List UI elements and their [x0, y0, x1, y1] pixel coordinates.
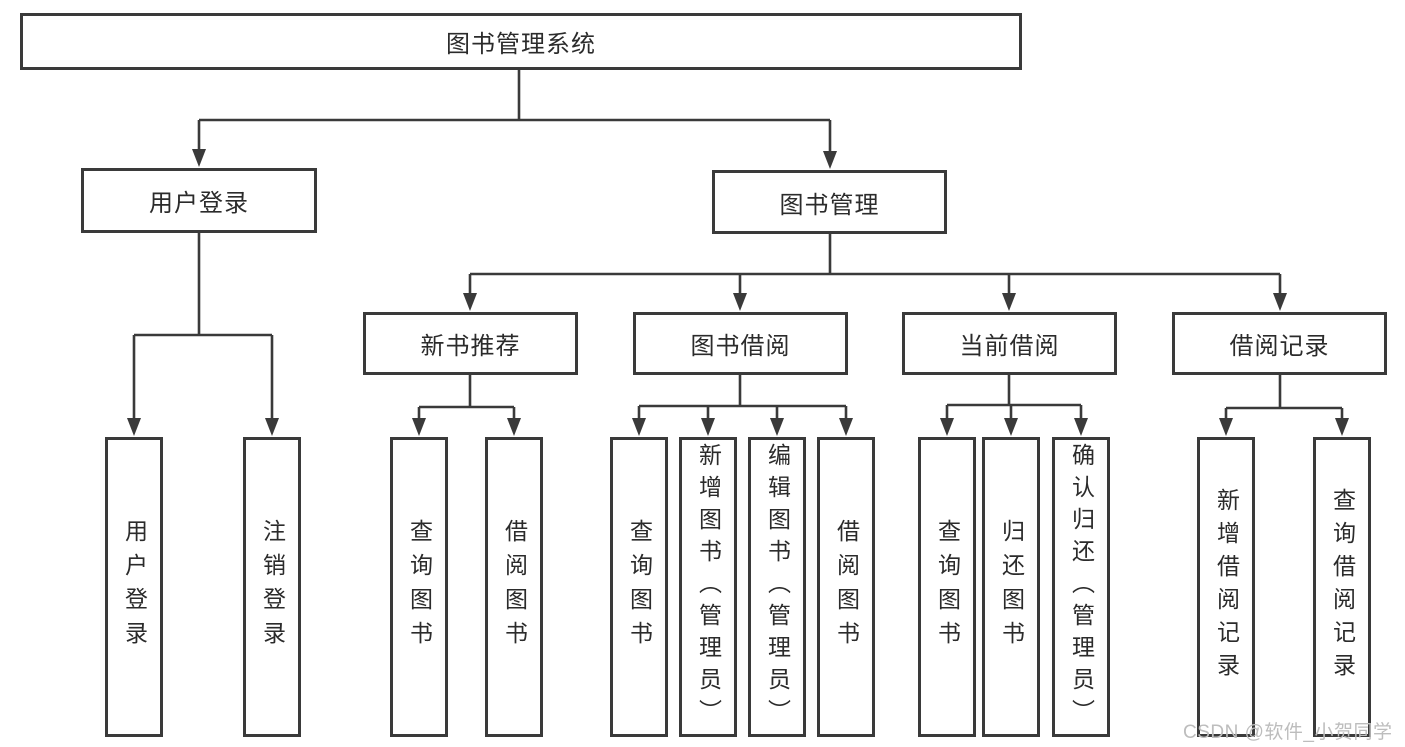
- leaf-label: 查询图书: [934, 519, 961, 655]
- leaf-add-borrow-record: 新增借阅记录: [1197, 437, 1255, 737]
- leaf-user-login: 用户登录: [105, 437, 163, 737]
- node-current-borrowing: 当前借阅: [902, 312, 1117, 375]
- leaf-label: 归还图书: [998, 519, 1025, 655]
- node-label: 图书管理: [779, 191, 880, 219]
- leaf-label: 查询借阅记录: [1329, 488, 1356, 686]
- node-label: 用户登录: [149, 190, 249, 217]
- leaf-label: 编辑图书（管理员）: [764, 443, 791, 731]
- leaf-label: 注销登录: [259, 519, 286, 655]
- leaf-query-books-1: 查询图书: [390, 437, 448, 737]
- node-new-book-recommendation: 新书推荐: [363, 312, 578, 375]
- leaf-label: 查询图书: [626, 519, 653, 655]
- leaf-label: 新增图书（管理员）: [695, 443, 722, 731]
- node-label: 图书管理系统: [446, 31, 596, 58]
- leaf-label: 借阅图书: [501, 519, 528, 655]
- leaf-label: 借阅图书: [833, 519, 860, 655]
- leaf-label: 新增借阅记录: [1213, 488, 1240, 686]
- node-user-login: 用户登录: [81, 168, 317, 233]
- leaf-query-books-3: 查询图书: [918, 437, 976, 737]
- leaf-borrow-books-2: 借阅图书: [817, 437, 875, 737]
- node-label: 新书推荐: [420, 333, 521, 360]
- leaf-return-books: 归还图书: [982, 437, 1040, 737]
- leaf-label: 确认归还（管理员）: [1068, 443, 1095, 731]
- node-label: 图书借阅: [690, 333, 791, 360]
- leaf-confirm-return-admin: 确认归还（管理员）: [1052, 437, 1110, 737]
- node-library-management-system: 图书管理系统: [20, 13, 1022, 70]
- node-book-borrowing: 图书借阅: [633, 312, 848, 375]
- node-label: 借阅记录: [1229, 333, 1330, 360]
- leaf-query-books-2: 查询图书: [610, 437, 668, 737]
- leaf-label: 用户登录: [121, 519, 148, 655]
- node-borrowing-history: 借阅记录: [1172, 312, 1387, 375]
- leaf-borrow-books-1: 借阅图书: [485, 437, 543, 737]
- node-label: 当前借阅: [959, 333, 1060, 360]
- watermark: CSDN @软件_小贺同学: [1183, 722, 1393, 743]
- leaf-label: 查询图书: [406, 519, 433, 655]
- leaf-edit-books-admin: 编辑图书（管理员）: [748, 437, 806, 737]
- leaf-logout: 注销登录: [243, 437, 301, 737]
- leaf-query-borrow-record: 查询借阅记录: [1313, 437, 1371, 737]
- node-book-management: 图书管理: [712, 170, 947, 234]
- leaf-add-books-admin: 新增图书（管理员）: [679, 437, 737, 737]
